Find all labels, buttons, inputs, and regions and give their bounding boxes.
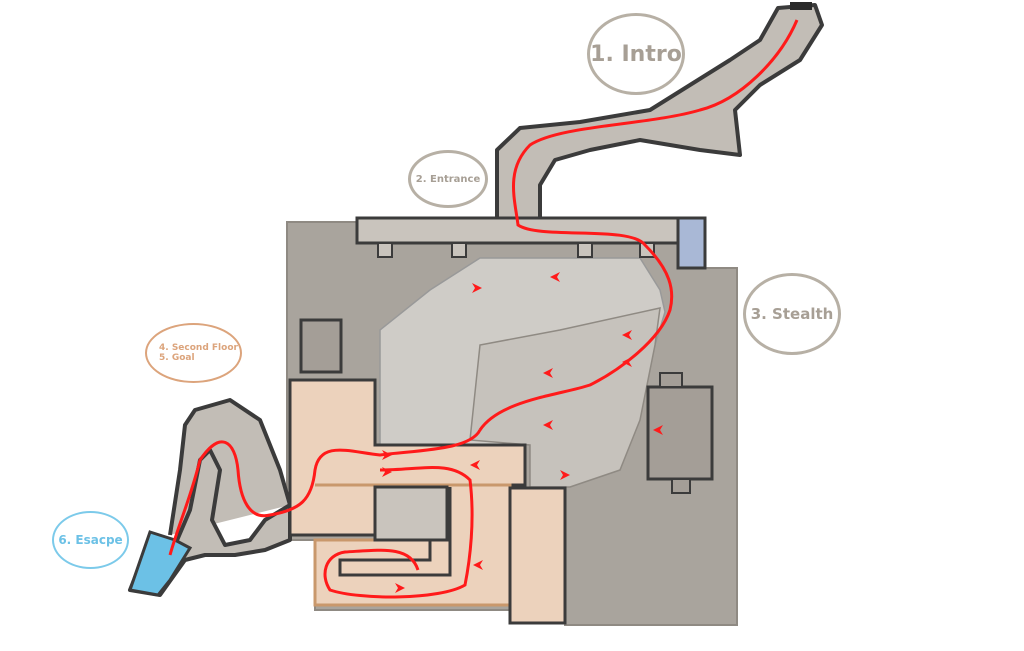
label-intro: 1. Intro (587, 13, 685, 95)
label-second-floor-goal: 4. Second Floor 5. Goal (145, 323, 242, 383)
inner-room (373, 485, 449, 542)
guard-room (646, 385, 714, 481)
label-stealth-text: 3. Stealth (750, 305, 834, 323)
label-goal-text: 5. Goal (159, 353, 195, 363)
label-second-floor-text: 4. Second Floor (159, 343, 238, 353)
route-arrows (382, 272, 663, 593)
second-floor-room (288, 378, 527, 537)
intro-tunnel (495, 3, 824, 222)
pillar (639, 242, 655, 258)
cave-ridge (469, 307, 661, 488)
label-entrance: 2. Entrance (408, 150, 488, 208)
inner-wall (338, 487, 452, 577)
label-escape: 6. Esacpe (52, 511, 129, 569)
side-room (508, 486, 567, 625)
intro-start-marker (790, 2, 812, 10)
guard-room-door (671, 478, 691, 494)
pillar (377, 242, 393, 258)
door-blue (676, 216, 707, 270)
label-entrance-text: 2. Entrance (415, 173, 481, 185)
guard-room-door (659, 372, 683, 388)
pillar (577, 242, 593, 258)
pillar (451, 242, 467, 258)
small-room (299, 318, 343, 374)
label-stealth: 3. Stealth (743, 273, 841, 355)
label-escape-text: 6. Esacpe (58, 533, 123, 547)
player-route (168, 19, 799, 599)
label-intro-text: 1. Intro (590, 41, 682, 67)
